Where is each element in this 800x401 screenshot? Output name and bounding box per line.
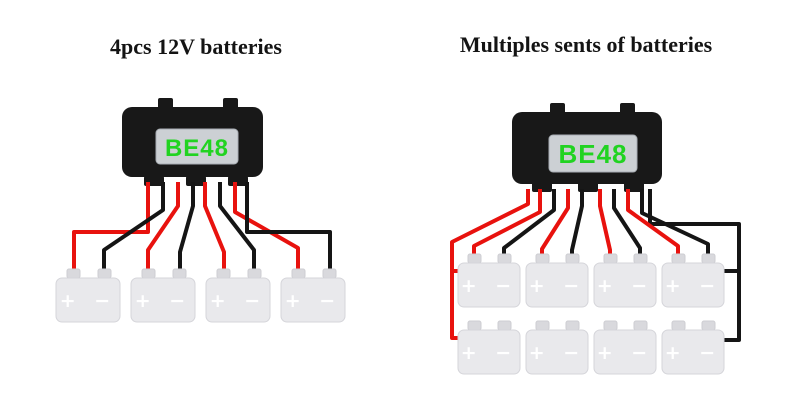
battery-body [525,262,589,308]
left-battery-4: + − [280,268,346,323]
battery-terminal-labels: + − [210,290,266,312]
wire-black-b2 [570,189,584,258]
battery-terminal-negative [247,268,262,279]
battery-terminal-positive [671,320,686,331]
battery-terminal-labels: + − [597,342,653,364]
right-equalizer-device: BE48 [512,103,662,192]
battery-terminal-negative [322,268,337,279]
battery-body [525,329,589,375]
battery-body [593,262,657,308]
battery-terminal-positive [216,268,231,279]
device-screen [155,128,239,165]
battery-terminal-negative [565,320,580,331]
wire-black-b4 [245,182,332,273]
battery-terminal-labels: + − [529,342,585,364]
battery-terminal-negative [701,320,716,331]
battery-terminal-positive [603,253,618,264]
battery-body [457,329,521,375]
battery-terminal-positive [671,253,686,264]
right-battery-r2-3: + − [593,320,657,375]
right-battery-r1-3: + − [593,253,657,308]
left-wires [72,182,332,273]
device-top-tab [620,103,635,114]
battery-terminal-labels: + − [461,342,517,364]
battery-terminal-negative [565,253,580,264]
right-battery-r1-2: + − [525,253,589,308]
wire-black-b3 [612,189,642,258]
wire-red-b4 [233,182,300,273]
device-top-tab [550,103,565,114]
left-batteries: + − + − + − + − [55,268,346,323]
left-panel: 4pcs 12V batteries BE48 [55,34,346,323]
device-top-tab [158,98,173,109]
right-batteries-row1: + − + − + − + − [457,253,725,308]
left-battery-3: + − [205,268,271,323]
right-battery-r2-4: + − [661,320,725,375]
battery-terminal-labels: + − [135,290,191,312]
wire-red-b3 [203,182,226,273]
device-top-tab [223,98,238,109]
left-equalizer-device: BE48 [122,98,263,186]
right-battery-r2-1: + − [457,320,521,375]
battery-terminal-negative [497,253,512,264]
battery-terminal-labels: + − [60,290,116,312]
battery-body [661,329,725,375]
wire-black-b4 [640,189,710,258]
battery-body [593,329,657,375]
battery-terminal-labels: + − [665,275,721,297]
battery-terminal-labels: + − [285,290,341,312]
battery-body [661,262,725,308]
device-screen [548,134,638,173]
wire-red-b3 [598,189,612,258]
battery-body [457,262,521,308]
battery-terminal-positive [467,253,482,264]
right-title: Multiples sents of batteries [460,32,713,57]
battery-body [280,277,346,323]
battery-body [205,277,271,323]
right-panel: Multiples sents of batteries BE48 [450,32,741,375]
device-model-label: BE48 [558,139,627,169]
battery-body [130,277,196,323]
wire-red-b1 [472,189,542,258]
wire-black-b2 [178,182,195,273]
battery-terminal-labels: + − [597,275,653,297]
battery-terminal-negative [497,320,512,331]
device-connector [532,182,552,192]
wire-red-b2 [146,182,180,273]
right-batteries-row2: + − + − + − + − [457,320,725,375]
battery-terminal-negative [97,268,112,279]
right-battery-r1-4: + − [661,253,725,308]
battery-terminal-positive [535,320,550,331]
left-battery-2: + − [130,268,196,323]
wire-black-b3 [218,182,256,273]
device-model-label: BE48 [165,135,229,162]
wire-red-b2 [540,189,570,258]
wire-red-b1 [72,182,150,273]
right-battery-r2-2: + − [525,320,589,375]
wire-black-b1 [502,189,556,258]
battery-terminal-negative [172,268,187,279]
wire-red-b4 [626,189,680,258]
left-battery-1: + − [55,268,121,323]
battery-terminal-positive [141,268,156,279]
battery-terminal-positive [467,320,482,331]
battery-terminal-positive [66,268,81,279]
battery-terminal-negative [633,253,648,264]
battery-terminal-negative [701,253,716,264]
left-title: 4pcs 12V batteries [110,34,282,59]
battery-terminal-positive [535,253,550,264]
wire-black-bus-right [648,189,741,342]
battery-terminal-negative [633,320,648,331]
wire-black-b1 [102,182,165,273]
battery-body [55,277,121,323]
battery-terminal-positive [603,320,618,331]
right-battery-r1-1: + − [457,253,521,308]
battery-terminal-positive [291,268,306,279]
battery-terminal-labels: + − [461,275,517,297]
battery-terminal-labels: + − [529,275,585,297]
wire-red-bus-left [450,189,530,340]
battery-terminal-labels: + − [665,342,721,364]
